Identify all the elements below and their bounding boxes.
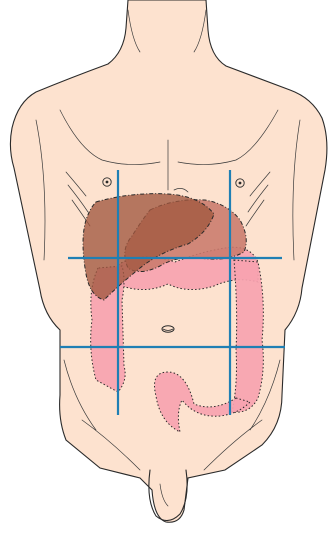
descending-colon: [232, 260, 263, 412]
